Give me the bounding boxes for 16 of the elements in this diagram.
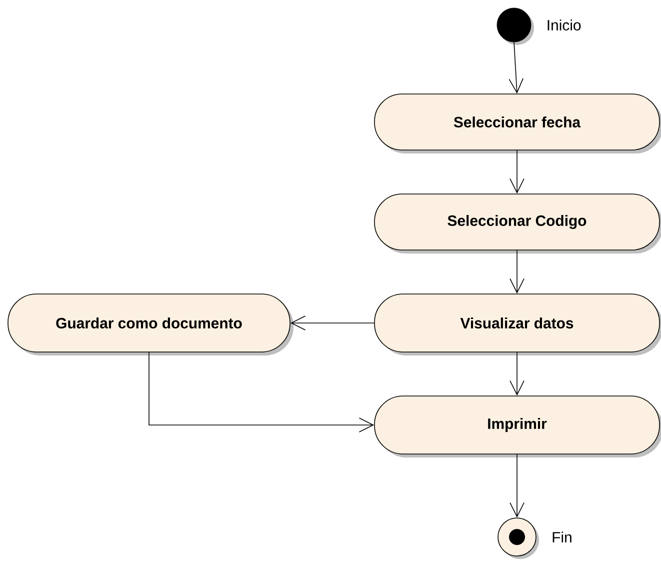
node-caption: Fin [552, 532, 572, 542]
action-box: Seleccionar fecha [374, 94, 661, 154]
arrow [508, 42, 524, 94]
action-box: Visualizar datos [374, 294, 661, 356]
arrow [510, 250, 524, 294]
arrow [148, 352, 374, 432]
arrow [510, 150, 524, 194]
end-node [498, 518, 539, 559]
action-box: Seleccionar Codigo [374, 194, 661, 254]
start-node [496, 8, 534, 45]
arrow [510, 454, 524, 518]
action-box: Imprimir [374, 396, 661, 458]
arrow [290, 316, 374, 330]
node-caption: Inicio [548, 20, 581, 30]
action-box: Guardar como documento [8, 294, 294, 356]
arrow [510, 352, 524, 396]
